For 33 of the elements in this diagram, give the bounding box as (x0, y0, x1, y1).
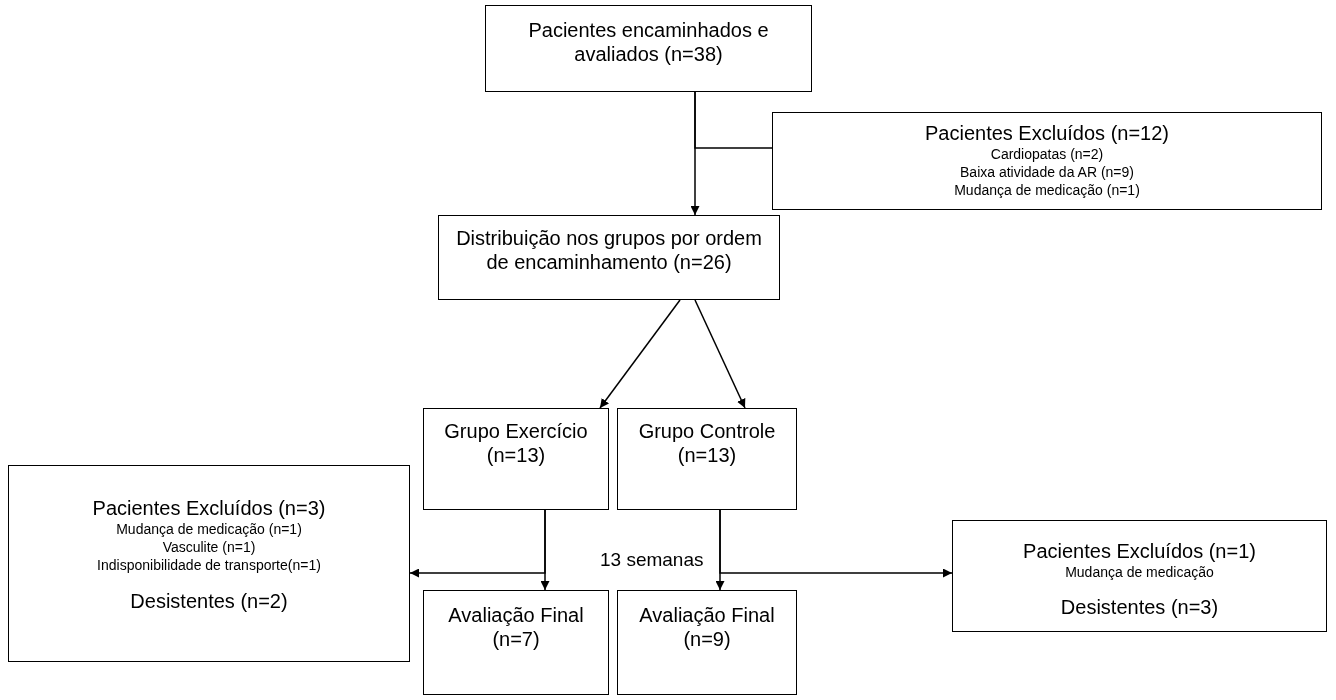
process-box (952, 520, 1327, 632)
box-heading: Distribuição nos grupos por ordem de encaminhamento (n=26) (455, 226, 763, 274)
process-box (423, 590, 609, 695)
arrow (409, 509, 546, 578)
connector-line (694, 91, 773, 149)
box-text: Desistentes (n=3) (1060, 595, 1219, 620)
box-heading: Grupo Exercício (n=13) (443, 419, 589, 467)
process-box (485, 5, 812, 92)
box-text: Cardiopatas (n=2) (990, 145, 1104, 164)
box-text: Mudança de medicação (1065, 563, 1214, 582)
box-text: Desistentes (n=2) (130, 588, 288, 613)
box-text: Mudança de medicação (n=1) (116, 520, 302, 539)
box-heading: Pacientes encaminhados e avaliados (n=38) (527, 18, 770, 66)
arrow (719, 509, 953, 578)
arrow (599, 299, 681, 409)
process-box (423, 408, 609, 510)
duration-label: 13 semanas (600, 549, 704, 571)
box-text: Vasculite (n=1) (162, 538, 256, 557)
box-text: Indisponibilidade de transporte(n=1) (97, 556, 321, 575)
box-heading: Pacientes Excluídos (n=3) (92, 496, 326, 520)
arrow (694, 299, 746, 409)
process-box (617, 408, 797, 510)
process-box (438, 215, 780, 300)
box-heading: Avaliação Final (n=9) (638, 603, 776, 651)
box-heading: Pacientes Excluídos (n=12) (925, 121, 1169, 145)
box-heading: Pacientes Excluídos (n=1) (1023, 539, 1256, 563)
process-box (772, 112, 1322, 210)
box-text: Mudança de medicação (n=1) (954, 181, 1140, 200)
box-text: Baixa atividade da AR (n=9) (960, 163, 1134, 182)
box-heading: Grupo Controle (n=13) (637, 419, 777, 467)
box-heading: Avaliação Final (n=7) (447, 603, 585, 651)
process-box (617, 590, 797, 695)
process-box (8, 465, 410, 662)
